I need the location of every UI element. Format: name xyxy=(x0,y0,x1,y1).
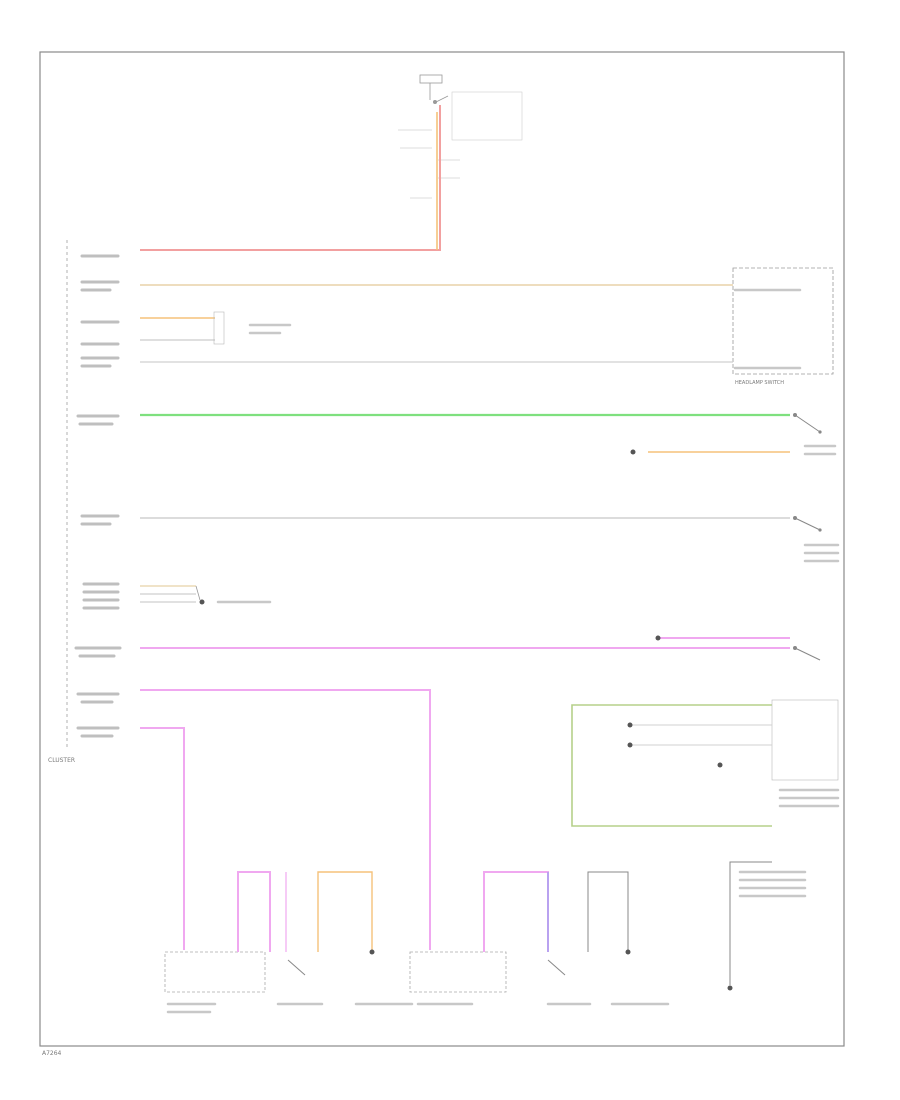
passenger-door-module xyxy=(409,871,631,993)
wire-pink-driver-down xyxy=(140,727,185,950)
passenger-seat-belt-switch xyxy=(793,516,822,532)
wire-olive-loop xyxy=(571,704,772,827)
wire-pink-passenger-down xyxy=(140,689,431,950)
headlamp-switch-label: HEADLAMP SWITCH xyxy=(735,380,784,386)
driver-seat-belt-switch xyxy=(793,413,822,434)
headlamp-switch-box xyxy=(732,267,834,375)
fuse-block xyxy=(398,74,523,199)
footer-code: A7264 xyxy=(42,1050,62,1057)
ground-bundle xyxy=(140,585,205,605)
diagram-border xyxy=(39,51,845,1047)
wire-power-red xyxy=(140,105,441,251)
component-label-stubs xyxy=(166,288,840,1014)
passenger-sensor-box xyxy=(771,699,839,781)
wire-black-ground xyxy=(729,861,772,985)
cluster-label: CLUSTER xyxy=(48,757,75,764)
seat-belt-switch-3 xyxy=(793,646,821,661)
driver-door-module xyxy=(164,871,375,993)
cluster-pin-labels xyxy=(74,254,122,738)
